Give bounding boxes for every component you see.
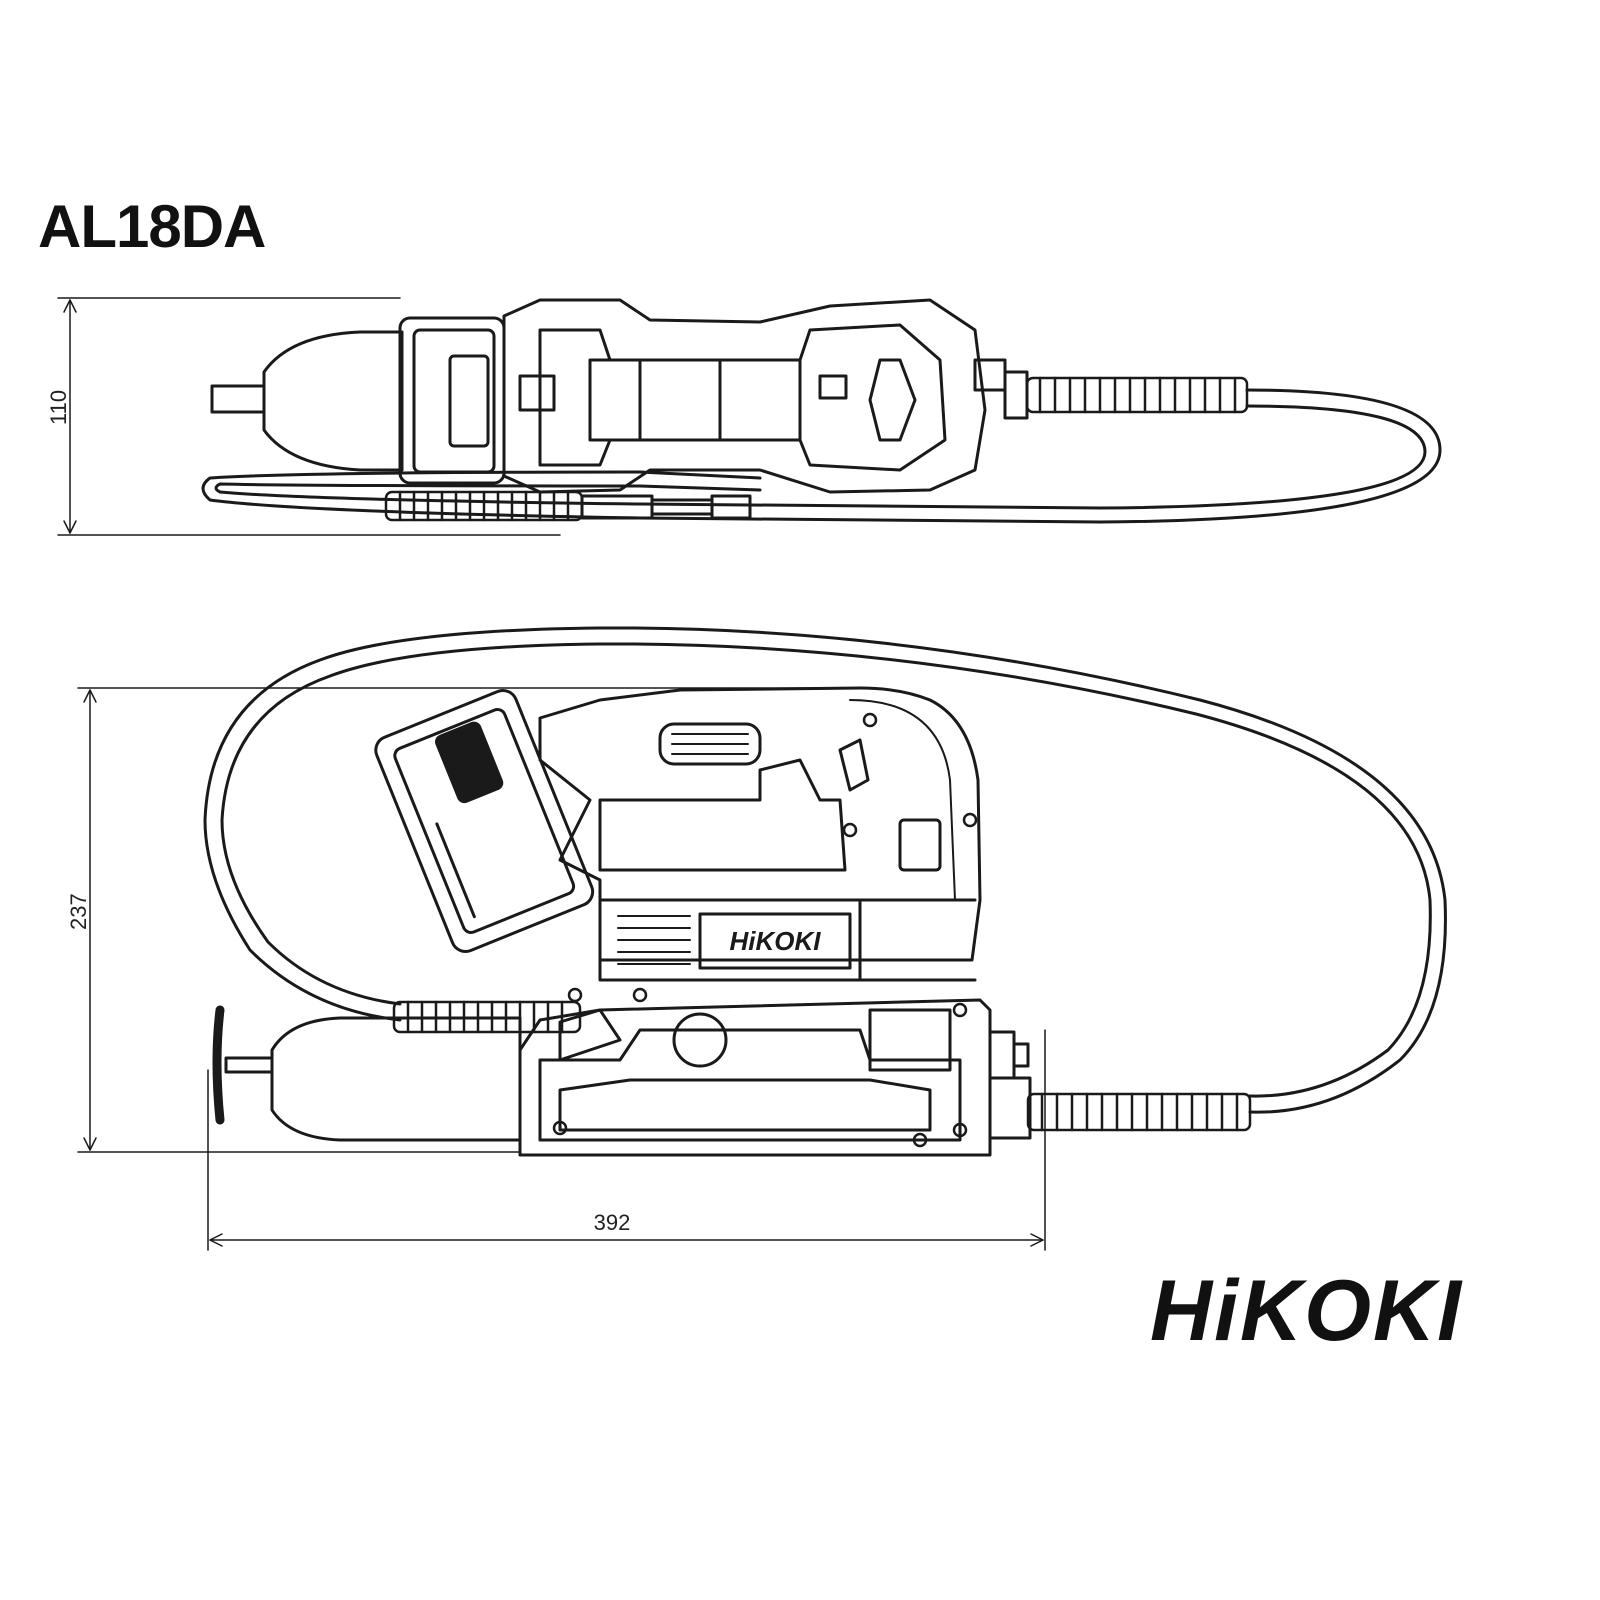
plunger-rod-side bbox=[224, 1056, 274, 1074]
dimension-392 bbox=[207, 1029, 1046, 1251]
t-handle bbox=[212, 1005, 225, 1125]
battery-pack-side bbox=[374, 688, 595, 953]
side-view: 237 392 bbox=[66, 626, 1447, 1251]
pump-body bbox=[502, 298, 987, 494]
hikoki-logo: HiKOKI bbox=[1150, 1263, 1463, 1359]
body-brand-label: HiKOKI bbox=[730, 926, 822, 956]
trigger-switch bbox=[658, 722, 762, 766]
motor-housing bbox=[588, 358, 802, 442]
pump-outlet-port bbox=[672, 1012, 728, 1068]
plunger-rod bbox=[210, 384, 266, 414]
handle-grip-opening bbox=[598, 758, 847, 872]
upper-housing bbox=[538, 686, 982, 962]
battery-label-plate bbox=[448, 354, 490, 448]
vent-slots bbox=[617, 915, 691, 965]
hose-spring-lower bbox=[384, 490, 584, 522]
dimension-label-392: 392 bbox=[594, 1210, 631, 1235]
grease-tube-side bbox=[270, 1016, 522, 1142]
dimension-110 bbox=[57, 297, 561, 536]
dimension-label-237: 237 bbox=[66, 893, 91, 930]
dimension-237 bbox=[77, 687, 821, 1153]
pump-base bbox=[518, 998, 992, 1157]
top-view: 110 bbox=[46, 297, 1442, 536]
grease-tube bbox=[262, 330, 404, 472]
screws bbox=[552, 712, 978, 1148]
grease-hose-side bbox=[203, 626, 1447, 1114]
motor-band bbox=[598, 898, 862, 982]
model-title: AL18DA bbox=[38, 193, 266, 260]
hose-spring-front bbox=[1026, 1092, 1252, 1132]
dimension-label-110: 110 bbox=[46, 390, 71, 425]
hose-spring-top bbox=[1025, 376, 1249, 414]
